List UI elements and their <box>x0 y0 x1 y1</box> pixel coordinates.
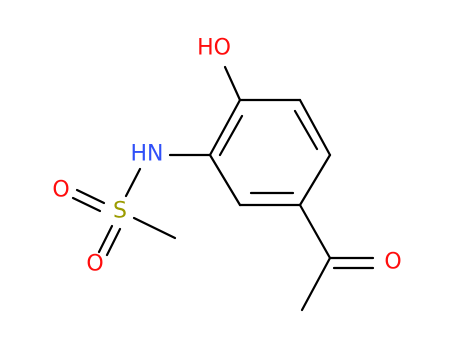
ring-bond-c6-c1 <box>208 98 242 157</box>
sulfur-label: S <box>113 199 127 224</box>
amine-sulfur-bond <box>124 167 142 198</box>
acetyl-methyl-bond <box>300 256 332 312</box>
sulfonyl-oxygen-top-label: O <box>52 178 69 203</box>
acetyl-bond <box>298 203 332 260</box>
sulfonyl-lower-double-bond-2 <box>105 227 122 257</box>
hydroxyl-bond <box>223 65 242 102</box>
ring-bond-c3-c4 <box>298 153 332 207</box>
sulfonyl-lower-double-bond-1 <box>97 224 114 254</box>
carbonyl-oxygen-label: O <box>384 250 401 275</box>
ring-bond-c2-c3 <box>298 98 332 157</box>
amine-label: HN <box>131 142 164 167</box>
sulfonyl-oxygen-bottom-label: O <box>86 252 103 277</box>
hydroxyl-label: HO <box>197 36 231 61</box>
ring-bond-c5-c6 <box>208 153 242 207</box>
sulfonyl-methyl-bond <box>132 216 177 240</box>
ring-double-bond-inner-2 <box>293 109 319 151</box>
sulfonyl-upper-double-bond-1 <box>75 188 106 205</box>
sulfonyl-upper-double-bond-2 <box>71 196 102 213</box>
ring-double-bond-inner-1 <box>218 114 244 157</box>
